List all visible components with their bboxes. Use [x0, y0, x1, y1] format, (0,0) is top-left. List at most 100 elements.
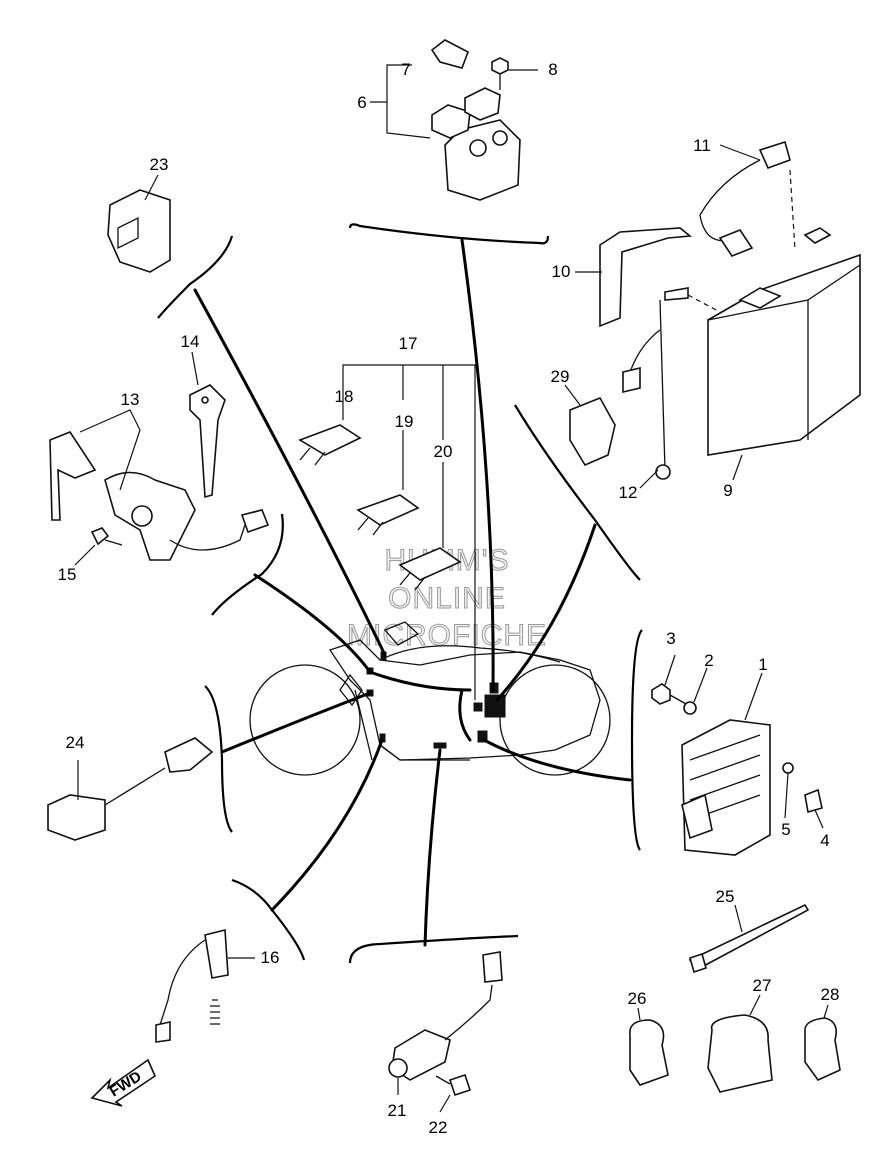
line-to-1 — [482, 738, 632, 782]
callout-29: 29 — [551, 367, 570, 386]
callout-14: 14 — [181, 332, 200, 351]
line-to-24 — [220, 691, 372, 754]
callout-7: 7 — [401, 60, 410, 79]
cable-12-lug — [664, 287, 689, 301]
callout-11: 11 — [693, 136, 711, 155]
band-10 — [599, 227, 693, 328]
leader-25 — [734, 904, 743, 933]
leader-13 — [79, 409, 141, 491]
callout-19: 19 — [395, 412, 414, 431]
leader-29 — [564, 384, 581, 406]
switch-21-wire — [444, 984, 493, 1041]
callout-13: 13 — [121, 390, 140, 409]
callout-20: 20 — [434, 442, 453, 461]
relay-23-face — [117, 216, 139, 250]
switch-13-wire — [169, 524, 246, 551]
fuse-7 — [430, 39, 469, 69]
callout-25: 25 — [716, 887, 735, 906]
switch-21-plunger — [388, 1058, 408, 1078]
callout-9: 9 — [723, 481, 732, 500]
washer-2 — [683, 701, 697, 715]
sensor-24-wire — [104, 767, 166, 806]
switch-16-wire — [159, 939, 206, 1026]
fuses — [298, 364, 476, 700]
leader-1 — [744, 672, 763, 721]
group-brackets — [157, 223, 643, 964]
battery-9-terminal-pos — [803, 227, 832, 244]
switch-13-cylinder — [131, 505, 153, 527]
relay-terminal-a — [469, 139, 487, 157]
bolt-3-shank — [669, 694, 689, 706]
fuse-20-pins — [399, 572, 426, 591]
rectifier-group — [651, 654, 824, 856]
fuse-18-pins — [299, 447, 326, 466]
leader-5 — [784, 772, 789, 819]
cable-11-wire — [699, 159, 761, 242]
leader-28 — [823, 1004, 829, 1019]
leader-14 — [191, 351, 199, 386]
line-to-9 — [495, 523, 597, 702]
leader-15 — [74, 544, 96, 566]
callout-2: 2 — [704, 651, 713, 670]
bolt-8-head — [491, 57, 509, 75]
callout-23: 23 — [150, 155, 169, 174]
relay-terminal-b — [492, 130, 508, 146]
washer-5 — [782, 762, 794, 774]
switch-21-plug — [482, 951, 503, 983]
marker-8 — [433, 742, 447, 749]
line-to-6 — [460, 238, 495, 692]
line-to-23 — [193, 288, 387, 657]
bracket-9-group — [514, 404, 641, 581]
clamp-28 — [804, 1017, 841, 1081]
ignition-switch — [49, 351, 270, 566]
bolt-22-head — [448, 1073, 472, 1097]
marker-9 — [473, 702, 483, 712]
bracket-23 — [157, 235, 234, 319]
bolt-22-shank — [435, 1075, 451, 1085]
watermark-line-2: ONLINE — [388, 582, 506, 615]
relay-connector-a — [431, 104, 471, 139]
callout-16: 16 — [261, 948, 280, 967]
locator-lines — [193, 238, 632, 947]
leader-17 — [342, 364, 476, 700]
leader-2 — [693, 667, 708, 703]
cable-12-guide — [687, 294, 721, 313]
clamp-27 — [707, 1014, 773, 1093]
leader-11 — [719, 144, 761, 161]
callout-5: 5 — [781, 820, 790, 839]
line-to-16 — [270, 738, 384, 912]
leader-12 — [639, 469, 659, 489]
cable-12-branch — [629, 329, 661, 373]
rectifier-1-fins — [689, 734, 761, 821]
leader-23 — [144, 174, 159, 201]
callout-1: 1 — [758, 655, 767, 674]
motorcycle-outline — [249, 621, 611, 776]
screw-15-head — [90, 527, 110, 546]
bolt-3 — [651, 683, 671, 705]
callout-4: 4 — [820, 831, 829, 850]
leader-4 — [814, 809, 824, 829]
bracket-6-group — [348, 223, 550, 245]
starter-relay — [370, 39, 538, 201]
fwd-arrow: FWD — [90, 1058, 157, 1107]
rectifier-1-connector — [681, 793, 713, 840]
key-14-hole — [201, 396, 209, 404]
engine-bottom — [379, 744, 470, 761]
cable-11-end-b — [718, 229, 754, 257]
callout-12: 12 — [619, 483, 638, 502]
leader-26 — [637, 1007, 641, 1021]
callout-26: 26 — [628, 989, 647, 1008]
part-23 — [107, 174, 171, 273]
tank-outline — [379, 645, 561, 663]
marker-6 — [484, 694, 506, 718]
callout-3: 3 — [666, 629, 675, 648]
nut-4 — [804, 788, 823, 814]
bracket-13-group — [211, 513, 284, 616]
battery-9-edges — [707, 264, 861, 440]
part-16 — [155, 928, 255, 1043]
key-13 — [49, 431, 97, 521]
callouts: 1 2 3 4 5 6 7 8 9 10 11 12 13 14 15 16 1… — [58, 60, 840, 1137]
switch-16-plug — [155, 1021, 171, 1043]
